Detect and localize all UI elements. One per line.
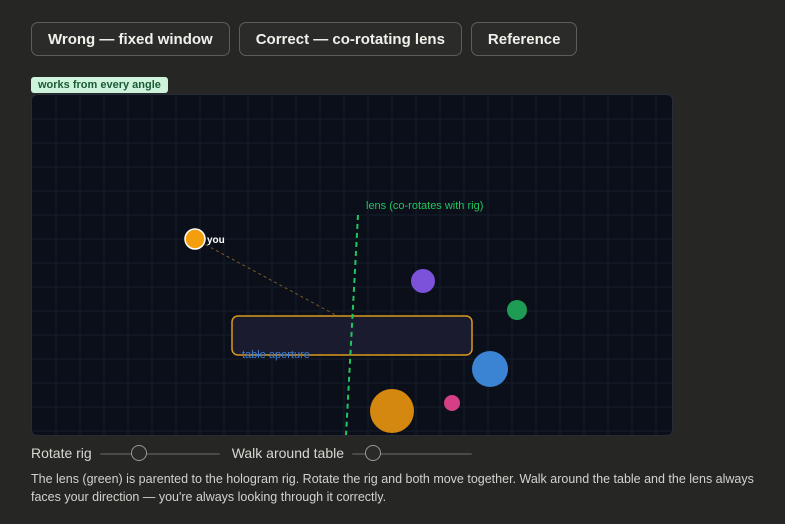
grid (32, 95, 672, 435)
lens-label: lens (co-rotates with rig) (366, 200, 483, 212)
view-mode-tabs: Wrong — fixed window Correct — co-rotati… (31, 22, 578, 56)
explanation-text: The lens (green) is parented to the holo… (31, 472, 754, 504)
hologram-sphere-green (507, 300, 527, 320)
viewer-label: you (207, 235, 225, 246)
status-badge: works from every angle (31, 77, 168, 93)
hologram-sphere-pink (444, 395, 460, 411)
hologram-sphere-blue (472, 351, 508, 387)
walk-around-track (352, 453, 473, 455)
lens-line (345, 214, 359, 435)
hologram-sphere-orange (370, 389, 414, 433)
hologram-sphere-purple (411, 269, 435, 293)
scene-canvas: table aperture lens (co-rotates with rig… (32, 95, 672, 435)
rotate-rig-thumb[interactable] (130, 445, 147, 461)
viewer-marker[interactable] (184, 228, 206, 250)
hologram-stage[interactable]: table aperture lens (co-rotates with rig… (31, 94, 673, 436)
tab-wrong-fixed-window[interactable]: Wrong — fixed window (31, 22, 230, 56)
walk-around-thumb[interactable] (364, 445, 381, 461)
sight-line (194, 238, 355, 326)
tab-correct-co-rotating-lens[interactable]: Correct — co-rotating lens (238, 22, 462, 56)
walk-around-label: Walk around table (231, 445, 345, 461)
aperture-label: table aperture (242, 349, 310, 361)
walk-around-slider[interactable] (352, 443, 473, 463)
controls-row: Rotate rig Walk around table (31, 443, 484, 463)
rotate-rig-track (99, 453, 220, 455)
tab-reference[interactable]: Reference (470, 22, 578, 56)
rotate-rig-label: Rotate rig (31, 445, 92, 461)
rotate-rig-slider[interactable] (99, 443, 220, 463)
